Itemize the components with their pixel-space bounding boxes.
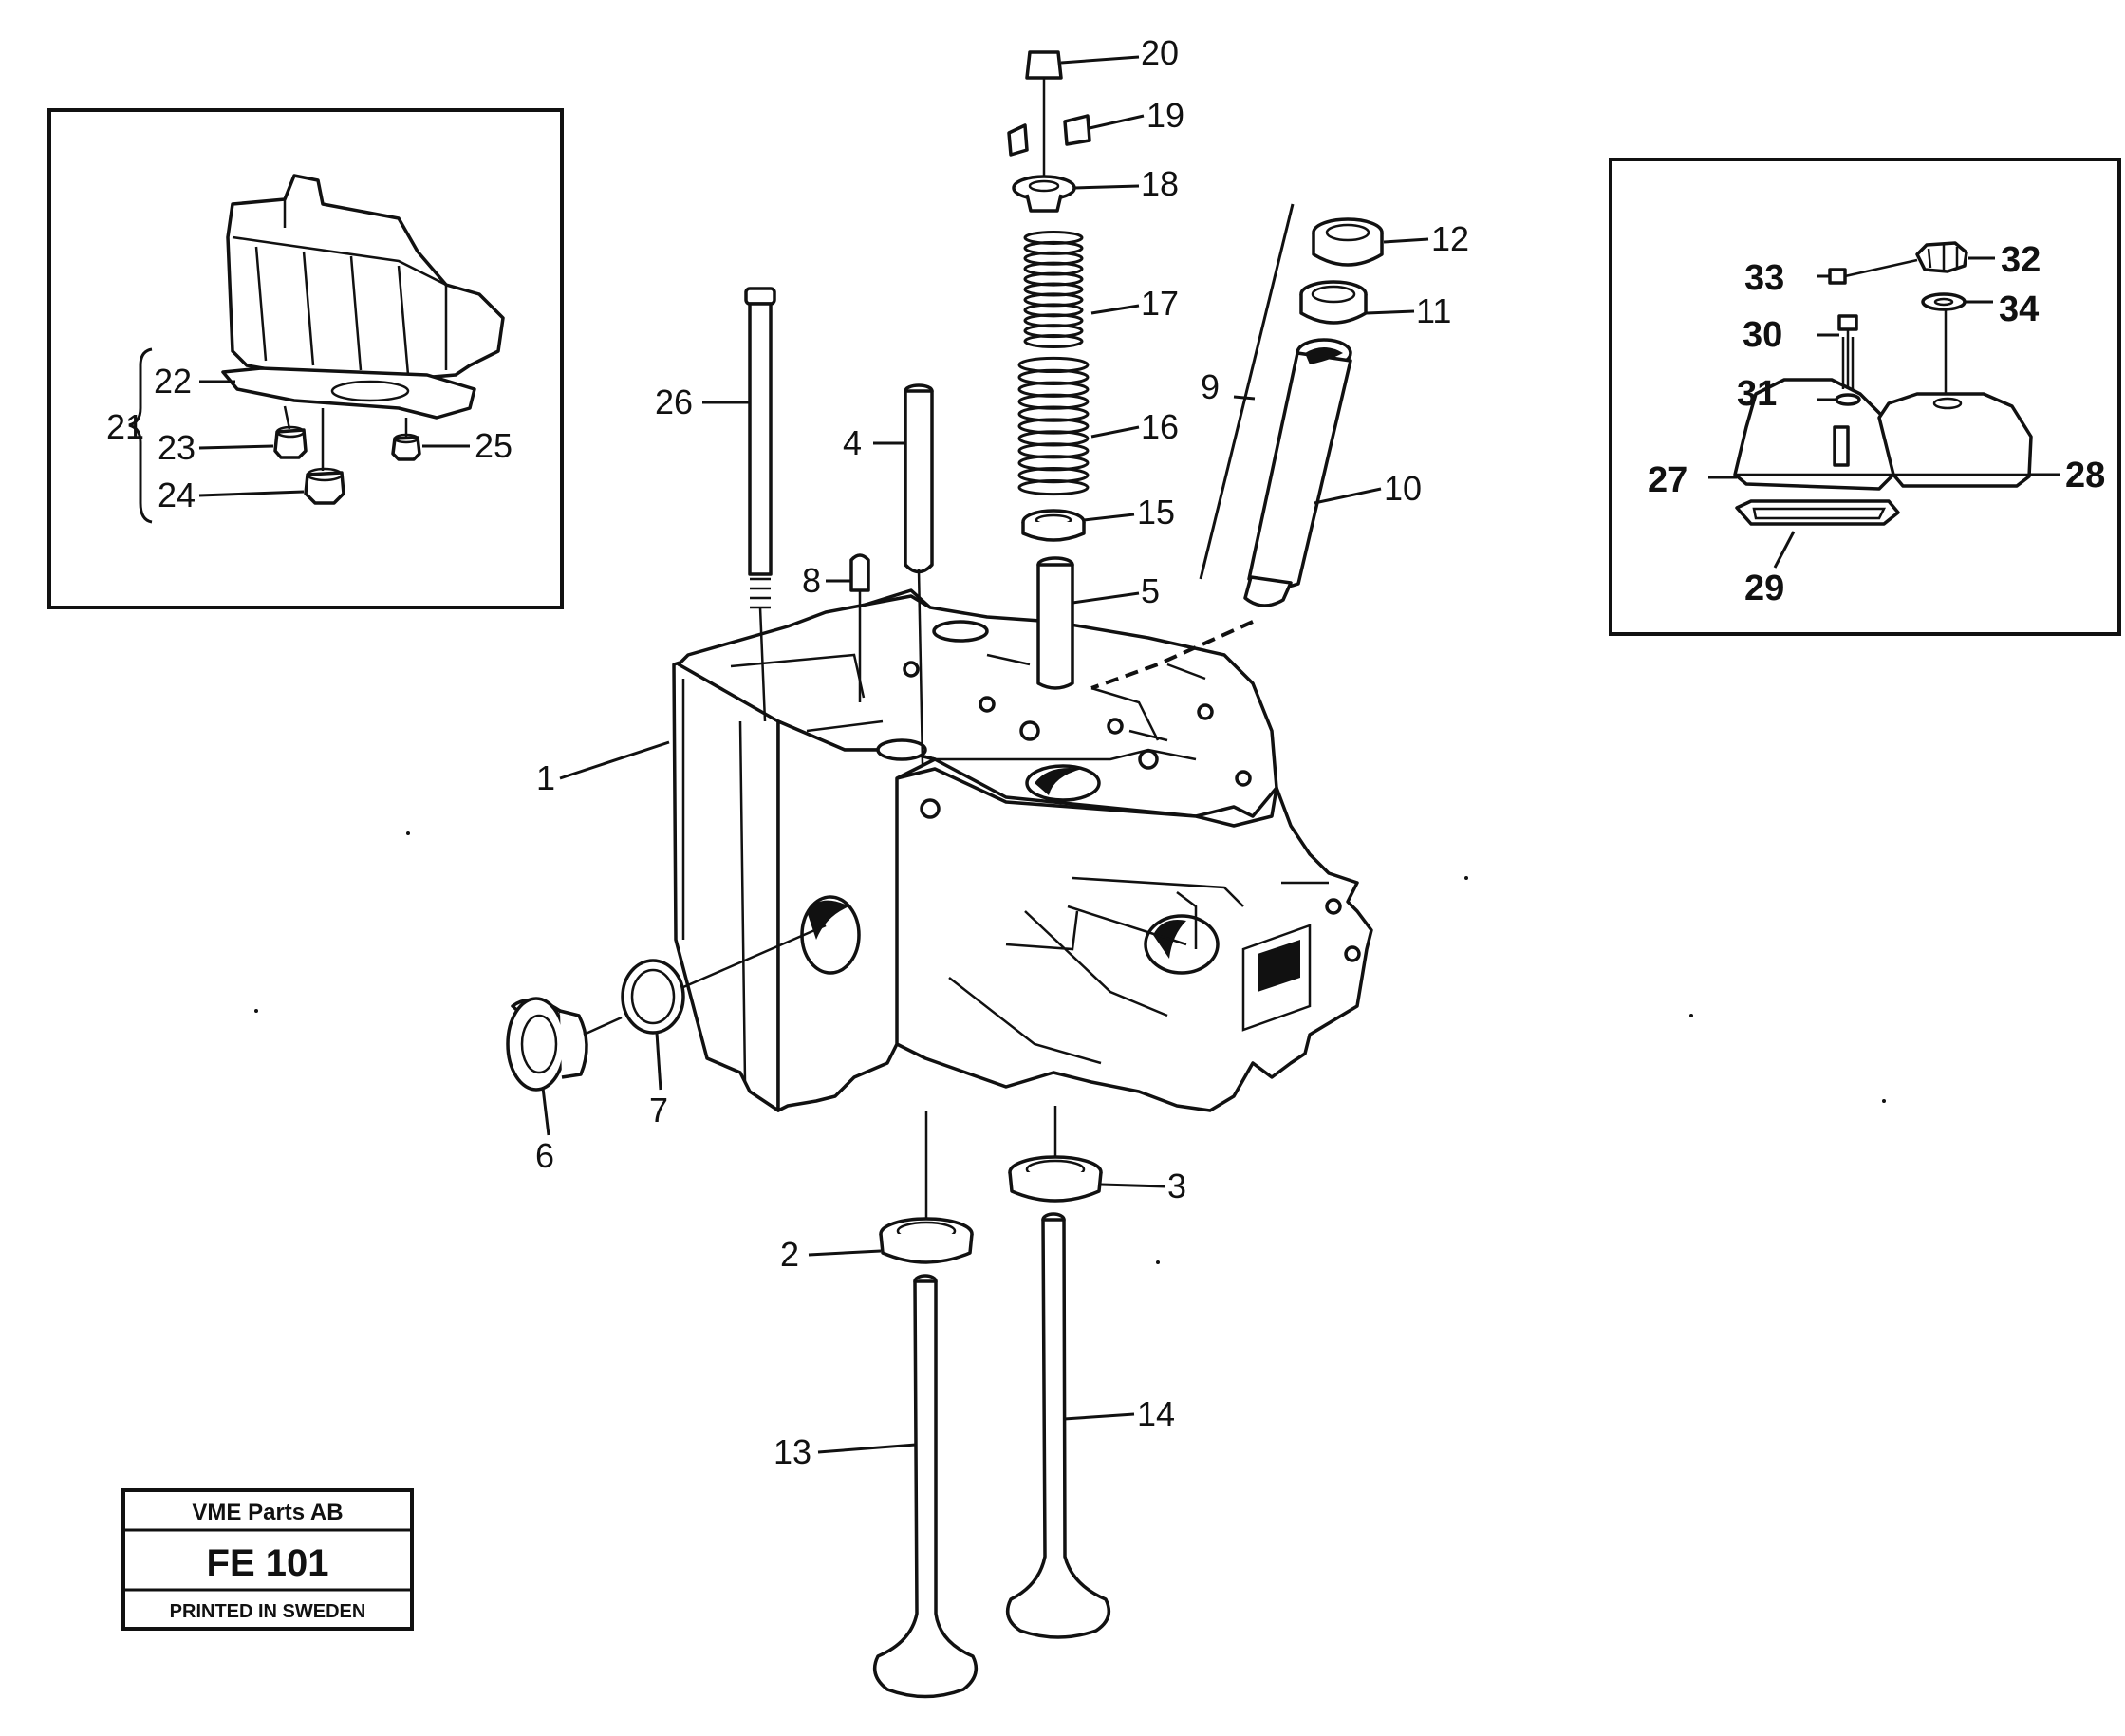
washer-31	[1835, 393, 1861, 406]
washer-34	[1921, 292, 1967, 311]
label-20: 20	[1141, 33, 1179, 72]
label-7: 7	[649, 1091, 668, 1129]
label-11: 11	[1416, 291, 1451, 330]
label-26: 26	[655, 383, 693, 421]
valve-guide-5	[1036, 556, 1074, 690]
injector-dashed-line	[1090, 620, 1254, 690]
cover-27	[1733, 378, 1895, 491]
label-4: 4	[843, 423, 862, 462]
seat-ring-2	[879, 1217, 974, 1264]
label-24: 24	[158, 476, 196, 514]
stud-26	[744, 287, 776, 722]
label-21: 21	[106, 407, 144, 446]
seat-ring-3	[1008, 1155, 1103, 1203]
inset-nuts	[273, 405, 421, 505]
label-3: 3	[1167, 1167, 1186, 1205]
inset-left: 21 22 23 24 25	[47, 108, 564, 609]
label-2: 2	[780, 1235, 799, 1274]
label-14: 14	[1137, 1394, 1175, 1433]
label-23: 23	[158, 428, 196, 467]
label-30: 30	[1743, 315, 1782, 355]
spring-16	[1017, 356, 1090, 496]
stamp-code: FE 101	[207, 1542, 329, 1584]
spring-seat-15	[1021, 509, 1086, 542]
valve-14	[1005, 1212, 1111, 1639]
label-13: 13	[774, 1432, 811, 1471]
plug-6	[506, 997, 588, 1092]
spring-retainer-18	[1012, 175, 1076, 213]
gasket-29	[1735, 499, 1900, 526]
label-6: 6	[535, 1136, 554, 1175]
ring-12	[1312, 217, 1384, 267]
bolt-30	[1837, 314, 1858, 389]
label-22: 22	[154, 362, 192, 401]
label-1: 1	[536, 758, 555, 797]
label-28: 28	[2065, 456, 2105, 495]
guide-4	[904, 383, 934, 765]
label-33: 33	[1744, 258, 1784, 298]
label-19: 19	[1146, 96, 1184, 135]
stamp-company: VME Parts AB	[192, 1500, 343, 1525]
label-31: 31	[1737, 374, 1777, 414]
label-29: 29	[1744, 569, 1784, 608]
inset-right: 33 32 34 30 31 27 28 29	[1609, 158, 2121, 636]
label-15: 15	[1137, 493, 1175, 532]
label-34: 34	[1999, 289, 2039, 329]
spring-coil	[1023, 334, 1084, 349]
spring-17	[1023, 230, 1084, 349]
label-17: 17	[1141, 284, 1179, 323]
screw-33	[1828, 258, 1918, 285]
label-16: 16	[1141, 407, 1179, 446]
label-32: 32	[2001, 240, 2041, 280]
title-stamp: VME Parts AB FE 101 PRINTED IN SWEDEN	[121, 1488, 414, 1631]
knob-32	[1915, 241, 1968, 273]
inset-head-illustration	[221, 174, 505, 420]
injector-sleeve-10	[1243, 338, 1352, 607]
label-12: 12	[1431, 219, 1469, 258]
seal-7	[621, 959, 685, 1035]
label-8: 8	[802, 561, 821, 600]
label-18: 18	[1141, 164, 1179, 203]
ring-11	[1299, 280, 1368, 325]
label-10: 10	[1384, 469, 1422, 508]
label-9: 9	[1201, 367, 1220, 406]
cover-28	[1877, 392, 2033, 488]
valve-cap-20	[1025, 50, 1063, 80]
collet-19	[1007, 114, 1091, 157]
cylinder-head-1	[672, 588, 1373, 1112]
label-25: 25	[475, 426, 513, 465]
pin-8	[849, 553, 870, 702]
stamp-printed: PRINTED IN SWEDEN	[170, 1601, 366, 1622]
label-27: 27	[1648, 460, 1687, 500]
label-5: 5	[1141, 571, 1160, 610]
valve-13	[872, 1274, 979, 1699]
spring-coil	[1017, 478, 1090, 496]
